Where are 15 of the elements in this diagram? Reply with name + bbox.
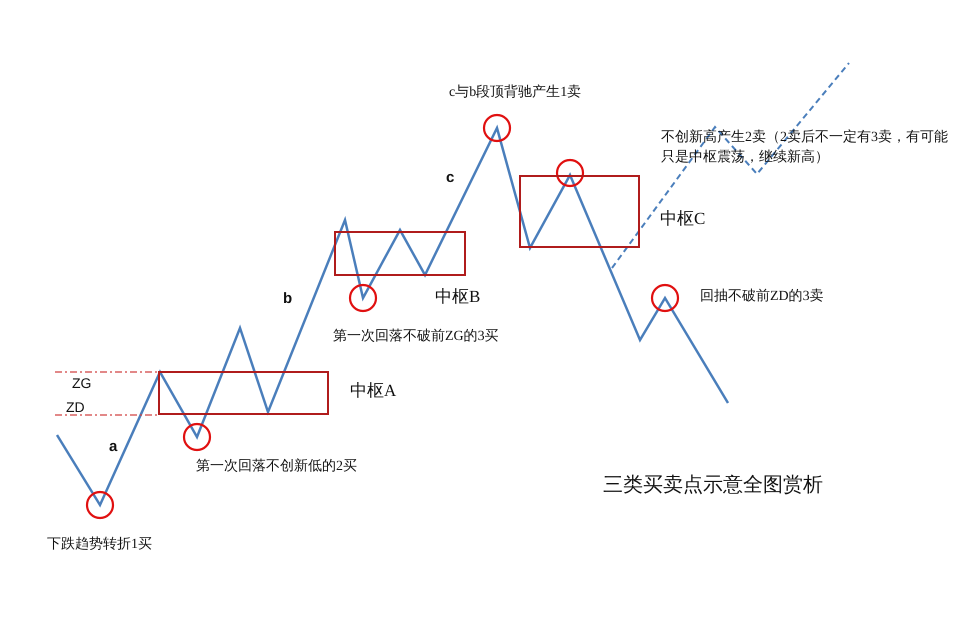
zone-label: 中枢C xyxy=(660,209,706,229)
segment-label: a xyxy=(109,437,118,457)
annotation-text: 下跌趋势转折1买 xyxy=(47,535,152,554)
annotation-text: c与b段顶背驰产生1卖 xyxy=(449,83,582,102)
level-label: ZG xyxy=(72,374,92,393)
annotation-text: 回抽不破前ZD的3卖 xyxy=(700,288,824,306)
zone-label: 中枢A xyxy=(350,381,396,401)
annotation-text: 第一次回落不破前ZG的3买 xyxy=(333,328,499,346)
annotation-text: 不创新高产生2卖（2卖后不一定有3卖，有可能只是中枢震荡，继续新高） xyxy=(661,128,949,167)
annotation-text: 第一次回落不创新低的2买 xyxy=(196,457,357,476)
segment-label: c xyxy=(446,168,454,188)
diagram-title: 三类买卖点示意全图赏析 xyxy=(603,473,823,498)
zone-label: 中枢B xyxy=(435,287,480,307)
segment-label: b xyxy=(283,289,292,309)
level-label: ZD xyxy=(66,398,85,417)
